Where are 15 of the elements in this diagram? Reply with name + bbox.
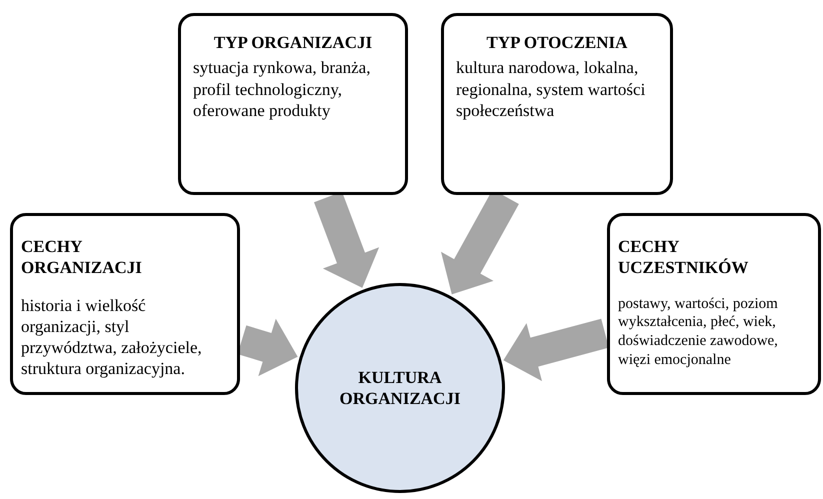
box-description: sytuacja rynkowa, branża, profil technologiczny, oferowane produkty	[193, 57, 372, 121]
box-description: postawy, wartości, poziom wykształcenia, płeć, wiek, doświadczenie zawodowe, więzi emocjonalne	[618, 294, 779, 370]
rounded-box	[10, 213, 240, 395]
box-heading: TYP OTOCZENIA	[486, 32, 628, 54]
block-arrow	[238, 318, 298, 376]
block-arrow	[503, 318, 609, 382]
box-description: kultura narodowa, lokalna, regionalna, system wartości społeczeństwa	[456, 57, 646, 121]
rounded-box	[441, 13, 673, 195]
box-heading: TYP ORGANIZACJI	[212, 32, 374, 54]
rounded-box	[607, 213, 821, 395]
box-heading: CECHY ORGANIZACJI	[21, 236, 143, 278]
box-heading: CECHY UCZESTNIKÓW	[618, 236, 750, 278]
rounded-box	[178, 13, 408, 195]
node-title: KULTURA ORGANIZACJI	[338, 366, 462, 410]
box-description: historia i wielkość organizacji, styl przywództwa, założyciele, struktura organizacyjna.	[21, 294, 203, 380]
